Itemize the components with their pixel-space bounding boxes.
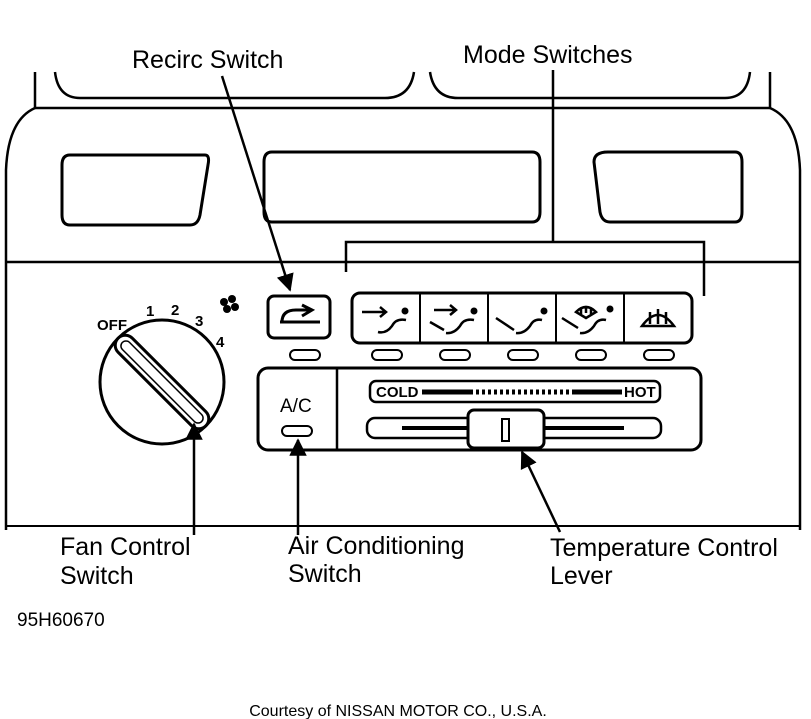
temp-hot-label: HOT bbox=[624, 384, 656, 401]
vent-mode-icon bbox=[362, 306, 407, 334]
panel-bottom-bracket bbox=[5, 510, 801, 527]
recirc-indicator bbox=[289, 349, 321, 361]
defrost-icon bbox=[639, 309, 677, 328]
mix-mode-icon bbox=[561, 305, 607, 335]
fan-speed-1-label: 1 bbox=[146, 303, 154, 320]
recirc-switch-callout: Recirc Switch bbox=[132, 46, 283, 74]
right-vent bbox=[592, 150, 744, 224]
fan-speed-3-label: 3 bbox=[195, 313, 203, 330]
floor-mode-icon bbox=[495, 316, 543, 335]
recirc-icon bbox=[280, 303, 320, 324]
fan-control-callout-line2: Switch bbox=[60, 562, 134, 590]
left-vent bbox=[60, 153, 211, 227]
temperature-callout-line1: Temperature Control bbox=[550, 534, 778, 562]
fan-control-knob[interactable] bbox=[98, 318, 226, 446]
credit-line: Courtesy of NISSAN MOTOR CO., U.S.A. bbox=[249, 703, 547, 719]
mode-switches-callout: Mode Switches bbox=[463, 41, 633, 69]
callout-leaders bbox=[185, 70, 562, 535]
fan-control-callout-line1: Fan Control bbox=[60, 533, 191, 561]
ac-button[interactable]: A/C bbox=[262, 372, 334, 446]
bilevel-mode-icon bbox=[429, 304, 475, 335]
dashboard-outline bbox=[4, 71, 802, 530]
ac-callout-line2: Switch bbox=[288, 560, 362, 588]
mode-switch-mix[interactable] bbox=[556, 293, 624, 343]
mode-switch-defrost[interactable] bbox=[624, 293, 692, 343]
mode-switch-vent[interactable] bbox=[352, 293, 420, 343]
mode-switch-indicators bbox=[371, 349, 675, 361]
mode-switch-floor[interactable] bbox=[488, 293, 556, 343]
mode-switches-bracket bbox=[344, 240, 706, 296]
temperature-leader bbox=[520, 450, 562, 533]
ac-callout-line1: Air Conditioning bbox=[288, 532, 465, 560]
dashboard-vents bbox=[60, 150, 744, 227]
ac-indicator bbox=[281, 425, 313, 437]
fan-speed-4-label: 4 bbox=[216, 334, 225, 351]
temperature-callout-line2: Lever bbox=[550, 562, 613, 590]
mode-switch-panel bbox=[350, 291, 694, 345]
recirc-leader bbox=[220, 75, 294, 292]
mode-switch-dividers bbox=[419, 293, 625, 343]
temp-cold-label: COLD bbox=[376, 384, 419, 401]
fan-speed-2-label: 2 bbox=[171, 302, 179, 319]
mode-switch-bilevel[interactable] bbox=[420, 293, 488, 343]
fan-off-label: OFF bbox=[97, 317, 127, 334]
fan-icon bbox=[220, 295, 239, 313]
figure-code: 95H60670 bbox=[17, 610, 105, 631]
temperature-control-lever[interactable] bbox=[466, 408, 546, 450]
recirc-switch[interactable] bbox=[266, 294, 332, 340]
center-vent bbox=[262, 150, 542, 224]
ac-label: A/C bbox=[280, 396, 312, 417]
